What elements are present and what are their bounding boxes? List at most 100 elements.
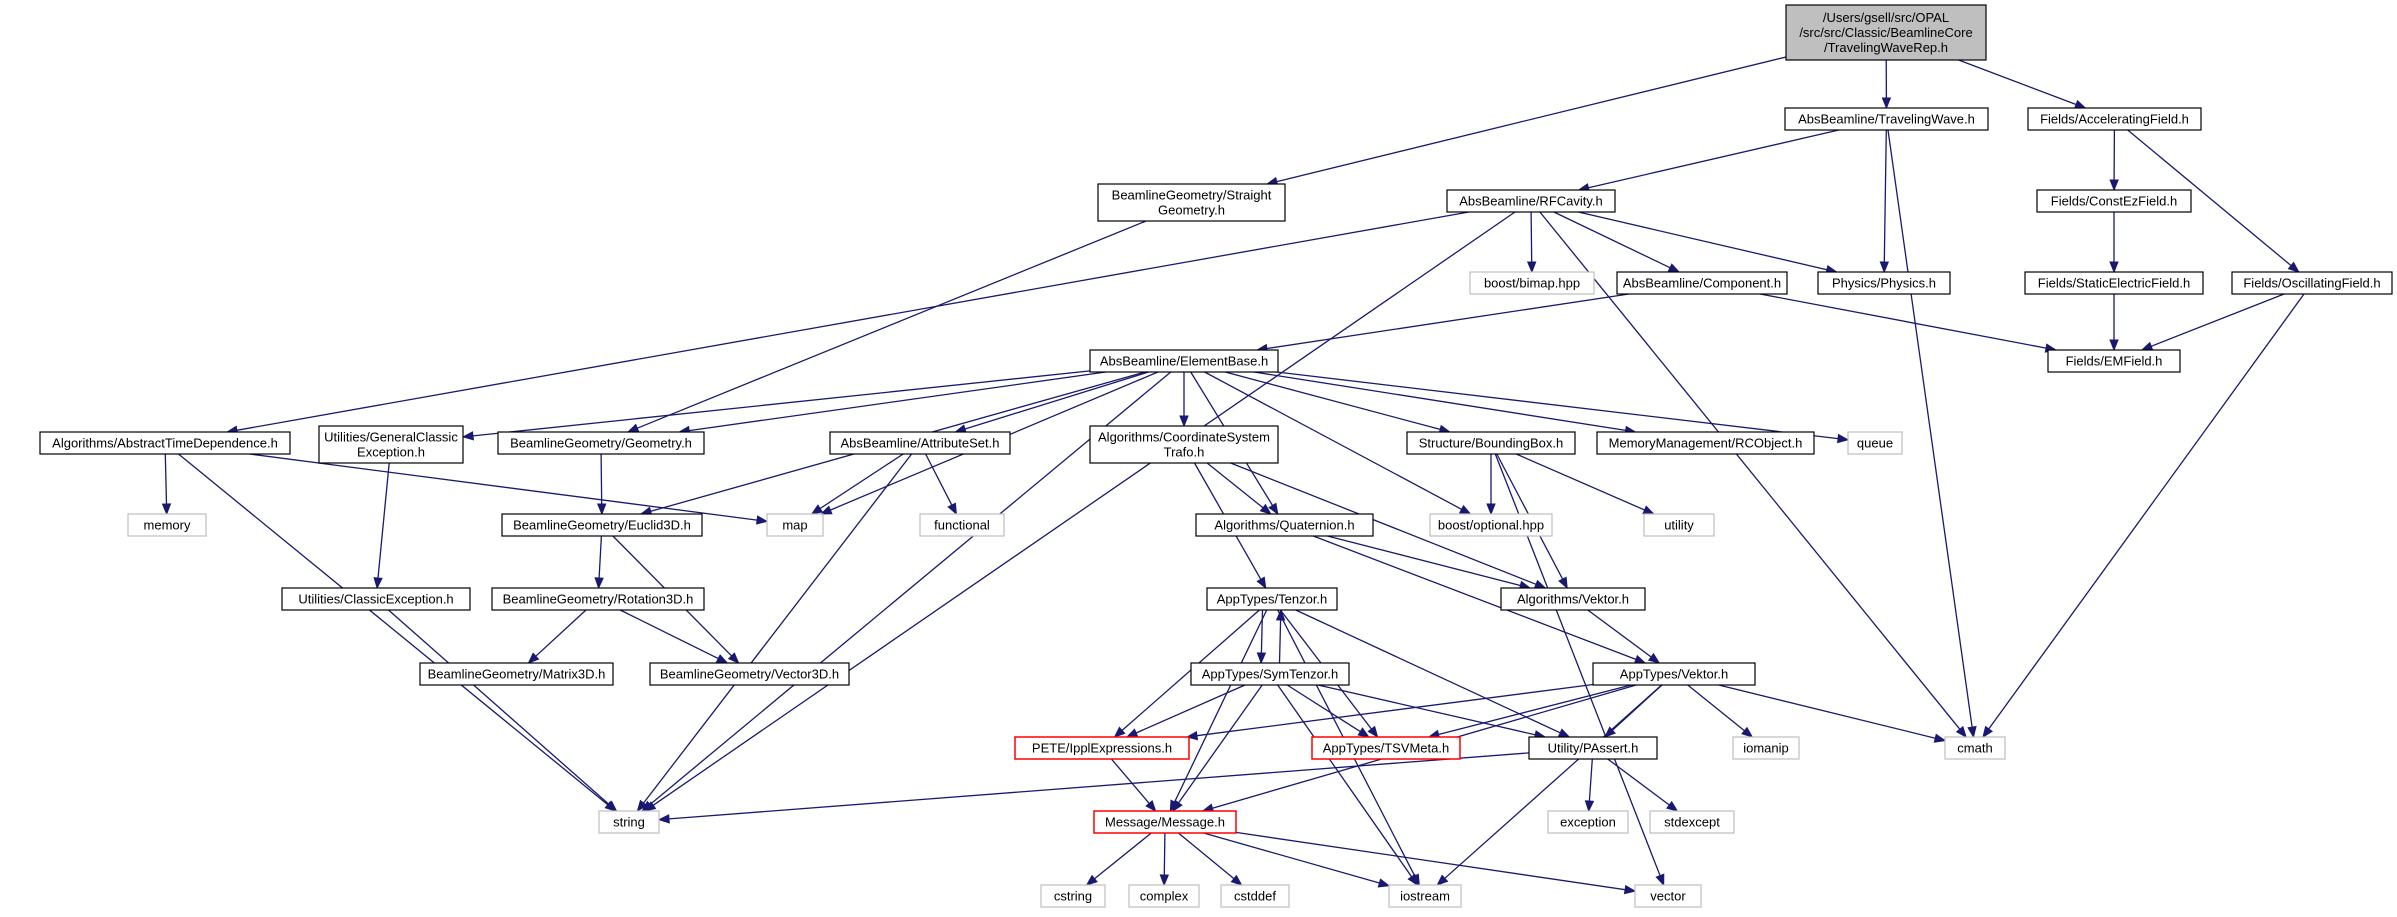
- node-label: AbsBeamline/RFCavity.h: [1459, 194, 1603, 209]
- edge-rotation3d-to-vector3d: [619, 609, 729, 664]
- node-accelfield[interactable]: Fields/AcceleratingField.h: [2027, 107, 2202, 131]
- node-emfield[interactable]: Fields/EMField.h: [2047, 349, 2181, 373]
- node-rcobject[interactable]: MemoryManagement/RCObject.h: [1596, 431, 1815, 455]
- node-passert[interactable]: Utility/PAssert.h: [1528, 736, 1658, 760]
- node-cstring[interactable]: cstring: [1040, 884, 1106, 908]
- node-bimap[interactable]: boost/bimap.hpp: [1469, 271, 1595, 295]
- node-box: [919, 513, 1005, 537]
- node-tsvmeta[interactable]: AppTypes/TSVMeta.h: [1311, 736, 1461, 760]
- node-staticelectric[interactable]: Fields/StaticElectricField.h: [2024, 271, 2204, 295]
- node-attributeset[interactable]: AbsBeamline/AttributeSet.h: [829, 431, 1011, 455]
- node-string[interactable]: string: [598, 810, 660, 834]
- node-box: [1206, 587, 1338, 611]
- edge-travelingwave-to-rfcavity: [1577, 129, 1839, 193]
- node-box: [1089, 349, 1279, 373]
- node-box: [1089, 425, 1279, 464]
- node-appvektor[interactable]: AppTypes/Vektor.h: [1592, 662, 1756, 686]
- node-root[interactable]: /Users/gsell/src/OPAL/src/src/Classic/Be…: [1785, 4, 1987, 61]
- node-label: memory: [144, 518, 191, 533]
- node-label: cstddef: [1234, 889, 1276, 904]
- node-iomanip[interactable]: iomanip: [1732, 736, 1800, 760]
- node-label: BeamlineGeometry/Rotation3D.h: [503, 592, 694, 607]
- edge-component-to-emfield: [1759, 293, 2058, 353]
- node-boundingbox[interactable]: Structure/BoundingBox.h: [1406, 431, 1576, 455]
- edge-attributeset-to-string: [636, 453, 913, 813]
- node-box: [1592, 662, 1756, 686]
- node-box: [1220, 884, 1290, 908]
- node-vektor[interactable]: Algorithms/Vektor.h: [1500, 587, 1646, 611]
- node-label: Fields/EMField.h: [2066, 354, 2163, 369]
- node-classicexc[interactable]: Utilities/ClassicException.h: [281, 587, 471, 611]
- node-box: [1311, 736, 1461, 760]
- edge-rfcavity-to-bimap: [1526, 211, 1537, 274]
- node-box: [127, 513, 207, 537]
- node-ipplexpr[interactable]: PETE/IpplExpressions.h: [1014, 736, 1190, 760]
- node-quaternion[interactable]: Algorithms/Quaternion.h: [1195, 513, 1374, 537]
- edge-appvektor-to-iomanip: [1687, 684, 1754, 738]
- node-box: [1190, 662, 1350, 686]
- edge-component-to-elementbase: [1255, 293, 1629, 354]
- node-box: [1097, 183, 1286, 222]
- node-geometry[interactable]: BeamlineGeometry/Geometry.h: [497, 431, 705, 455]
- node-component[interactable]: AbsBeamline/Component.h: [1616, 271, 1788, 295]
- node-tenzor[interactable]: AppTypes/Tenzor.h: [1206, 587, 1338, 611]
- node-box: [1093, 810, 1237, 834]
- edge-elementbase-to-queue: [1276, 371, 1850, 444]
- node-elementbase[interactable]: AbsBeamline/ElementBase.h: [1089, 349, 1279, 373]
- edge-coordtrafo-to-quaternion: [1206, 462, 1272, 515]
- node-cstddef[interactable]: cstddef: [1220, 884, 1290, 908]
- node-label: Utilities/GeneralClassic: [324, 430, 458, 445]
- node-vector3d[interactable]: BeamlineGeometry/Vector3D.h: [649, 662, 850, 686]
- node-stdexcept[interactable]: stdexcept: [1649, 810, 1735, 834]
- node-complex[interactable]: complex: [1128, 884, 1200, 908]
- node-label: string: [613, 815, 645, 830]
- node-queue[interactable]: queue: [1847, 431, 1903, 455]
- node-travelingwave[interactable]: AbsBeamline/TravelingWave.h: [1784, 107, 1989, 131]
- node-rfcavity[interactable]: AbsBeamline/RFCavity.h: [1446, 189, 1616, 213]
- node-label: Fields/AcceleratingField.h: [2040, 112, 2189, 127]
- edge-symtenzor-to-message: [1172, 684, 1263, 813]
- edge-message-to-vector: [1235, 831, 1637, 895]
- edge-root-to-travelingwave: [1881, 59, 1892, 110]
- node-oscillating[interactable]: Fields/OscillatingField.h: [2231, 271, 2393, 295]
- node-label: Structure/BoundingBox.h: [1419, 436, 1564, 451]
- node-physics[interactable]: Physics/Physics.h: [1817, 271, 1951, 295]
- node-label: iostream: [1400, 889, 1450, 904]
- edge-elementbase-to-genclassicexc: [461, 370, 1091, 441]
- node-exception[interactable]: exception: [1547, 810, 1629, 834]
- node-label: stdexcept: [1664, 815, 1720, 830]
- node-iostream[interactable]: iostream: [1388, 884, 1462, 908]
- edge-appvektor-to-iostream: [1436, 684, 1663, 886]
- edge-elementbase-to-geometry: [677, 371, 1106, 436]
- node-message[interactable]: Message/Message.h: [1093, 810, 1237, 834]
- edge-message-to-complex: [1159, 832, 1170, 887]
- node-box: [1817, 271, 1951, 295]
- node-functional[interactable]: functional: [919, 513, 1005, 537]
- node-matrix3d[interactable]: BeamlineGeometry/Matrix3D.h: [419, 662, 614, 686]
- node-map[interactable]: map: [766, 513, 824, 537]
- node-constez[interactable]: Fields/ConstEzField.h: [2036, 189, 2192, 213]
- node-rotation3d[interactable]: BeamlineGeometry/Rotation3D.h: [491, 587, 705, 611]
- node-box: [1388, 884, 1462, 908]
- node-cmath[interactable]: cmath: [1944, 736, 2006, 760]
- edge-elementbase-to-attributeset: [954, 371, 1149, 434]
- edge-genclassicexc-to-classicexc: [373, 462, 390, 590]
- edge-passert-to-exception: [1584, 758, 1595, 813]
- node-vector[interactable]: vector: [1634, 884, 1702, 908]
- node-symtenzor[interactable]: AppTypes/SymTenzor.h: [1190, 662, 1350, 686]
- node-optional[interactable]: boost/optional.hpp: [1429, 513, 1553, 537]
- edge-constez-to-staticelectric: [2109, 212, 2119, 274]
- node-box: [2036, 189, 2192, 213]
- node-memory[interactable]: memory: [127, 513, 207, 537]
- node-box: [1528, 736, 1658, 760]
- node-box: [766, 513, 824, 537]
- node-box: [1547, 810, 1629, 834]
- node-box: [1429, 513, 1553, 537]
- node-abstimedep[interactable]: Algorithms/AbstractTimeDependence.h: [39, 431, 291, 455]
- node-euclid3d[interactable]: BeamlineGeometry/Euclid3D.h: [501, 513, 703, 537]
- node-utility[interactable]: utility: [1643, 513, 1715, 537]
- edge-passert-to-string: [657, 752, 1530, 824]
